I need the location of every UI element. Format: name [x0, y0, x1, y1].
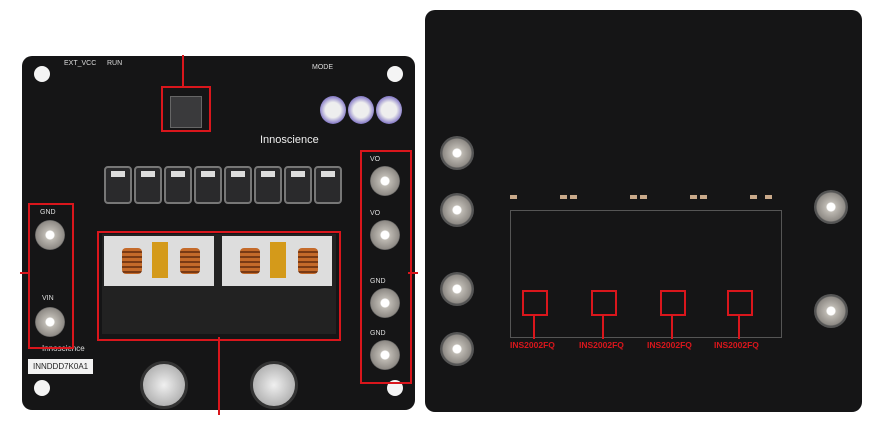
inductor [194, 166, 222, 204]
terminal-post [35, 307, 65, 337]
highlight-gan-chip [660, 290, 686, 316]
electrolytic-capacitor [140, 361, 188, 409]
terminal-post [370, 166, 400, 196]
chip-label: INS2002FQ [714, 340, 759, 350]
terminal-post [370, 220, 400, 250]
pcb-bottom-side [425, 10, 862, 412]
highlight-output-terminals: VO VO GND GND [360, 150, 412, 384]
brand-logo: Innoscience [260, 134, 319, 146]
terminal-post [370, 288, 400, 318]
highlight-power-stage [97, 231, 341, 341]
power-stage [102, 234, 336, 334]
header-label: MODE [312, 64, 333, 71]
mounting-hole [34, 380, 50, 396]
inductor [314, 166, 342, 204]
controller-ic [170, 96, 202, 128]
inductor [134, 166, 162, 204]
inductor [164, 166, 192, 204]
highlight-input-terminals: GND VIN [28, 203, 74, 349]
highlight-gan-chip [727, 290, 753, 316]
chip-label: INS2002FQ [510, 340, 555, 350]
chip-label: INS2002FQ [579, 340, 624, 350]
highlight-controller [161, 86, 211, 132]
header-label: RUN [107, 60, 123, 67]
terminal-post [814, 190, 848, 224]
capacitor [376, 96, 402, 124]
terminal-post [440, 136, 474, 170]
inductor [284, 166, 312, 204]
inductor [254, 166, 282, 204]
terminal-post [35, 220, 65, 250]
part-label: INNDDD7K0A1 [28, 359, 94, 374]
mounting-hole [34, 66, 50, 82]
highlight-gan-chip [591, 290, 617, 316]
highlight-gan-chip [522, 290, 548, 316]
inductor [224, 166, 252, 204]
header-label: EXT_VCC [64, 60, 97, 67]
terminal-post [440, 193, 474, 227]
terminal-post [370, 340, 400, 370]
terminal-post [440, 332, 474, 366]
mounting-hole [387, 66, 403, 82]
chip-label: INS2002FQ [647, 340, 692, 350]
component-area [510, 210, 782, 338]
inductor [104, 166, 132, 204]
capacitor [348, 96, 374, 124]
capacitor [320, 96, 346, 124]
terminal-post [814, 294, 848, 328]
terminal-post [440, 272, 474, 306]
mounting-hole [387, 380, 403, 396]
electrolytic-capacitor [250, 361, 298, 409]
